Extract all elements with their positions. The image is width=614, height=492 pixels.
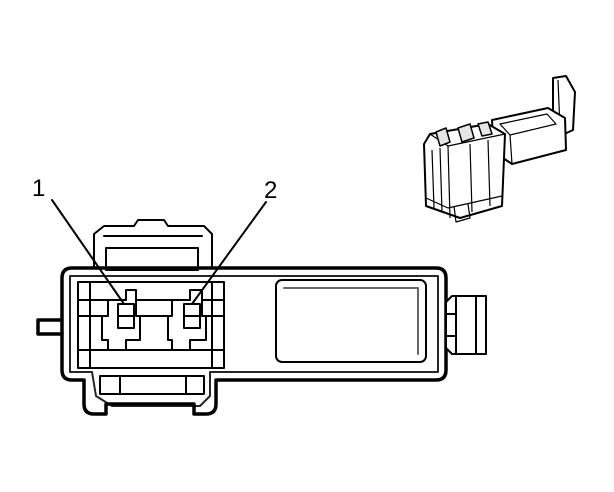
terminal-cavity — [77, 281, 225, 369]
callout-2: 2 — [191, 177, 277, 305]
callout-1: 1 — [32, 175, 125, 305]
terminal-2 — [167, 289, 207, 351]
left-pin — [36, 318, 64, 336]
connector-window — [275, 279, 427, 363]
leader-line-1 — [51, 199, 125, 305]
connector-body-outline — [60, 266, 448, 416]
terminal-1 — [101, 289, 141, 351]
bottom-lock-window — [99, 375, 205, 395]
top-latch-window — [105, 247, 199, 271]
callout-label-2: 2 — [264, 177, 277, 204]
connector-end-view — [36, 219, 487, 416]
top-latch — [93, 219, 213, 268]
callout-label-1: 1 — [32, 175, 45, 202]
leader-line-2 — [191, 201, 267, 305]
right-plug — [445, 295, 487, 355]
connector-perspective-view — [423, 75, 576, 223]
